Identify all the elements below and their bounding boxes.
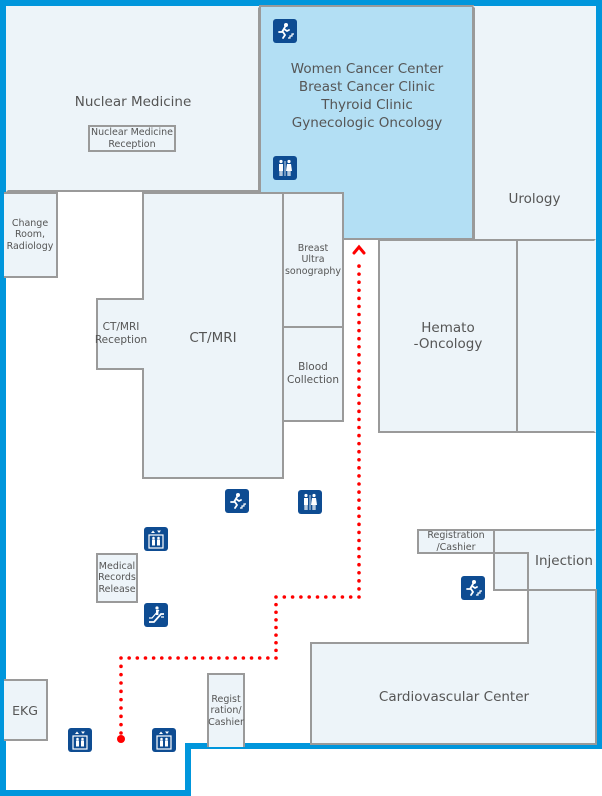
- room-hemato-oncology[interactable]: Hemato -Oncology: [378, 239, 518, 433]
- room-label: CT/MRI Reception: [94, 321, 148, 346]
- room-urology-lower: [516, 239, 596, 433]
- room-label: Registration /Cashier: [427, 530, 485, 553]
- room-label: CT/MRI: [189, 330, 237, 346]
- room-injection[interactable]: Injection: [493, 529, 596, 591]
- room-label: Nuclear Medicine Reception: [90, 127, 174, 150]
- room-registration-cashier-bottom[interactable]: Regist ration/ Cashier: [207, 673, 245, 747]
- room-label: Cardiovascular Center: [378, 689, 530, 705]
- room-ct-mri[interactable]: CT/MRI: [142, 192, 284, 479]
- emergency-exit-stairs-icon[interactable]: [273, 19, 297, 43]
- emergency-exit-stairs-icon[interactable]: [225, 489, 249, 513]
- elevator-icon[interactable]: [144, 527, 168, 551]
- room-nuclear-medicine-reception[interactable]: Nuclear Medicine Reception: [88, 125, 176, 152]
- room-label: Urology: [508, 191, 561, 207]
- room-ekg[interactable]: EKG: [4, 679, 48, 741]
- elevator-icon[interactable]: [152, 728, 176, 752]
- room-label: Hemato -Oncology: [413, 319, 483, 352]
- room-label: Change Room, Radiology: [6, 217, 54, 252]
- restroom-icon[interactable]: [298, 490, 322, 514]
- room-ct-mri-reception[interactable]: CT/MRI Reception: [94, 298, 148, 370]
- restroom-icon[interactable]: [273, 156, 297, 180]
- escalator-icon[interactable]: [144, 603, 168, 627]
- room-breast-ultrasonography[interactable]: Breast Ultra sonography: [282, 192, 344, 328]
- room-label: EKG: [12, 702, 38, 718]
- room-label: Regist ration/ Cashier: [208, 693, 244, 728]
- room-cardiovascular-center[interactable]: Cardiovascular Center: [312, 686, 596, 705]
- elevator-icon[interactable]: [68, 728, 92, 752]
- emergency-exit-stairs-icon[interactable]: [461, 576, 485, 600]
- room-label: Injection: [535, 553, 593, 569]
- room-label: Women Cancer Center Breast Cancer Clinic…: [290, 61, 444, 131]
- room-label: Blood Collection: [287, 361, 339, 386]
- room-blood-collection[interactable]: Blood Collection: [282, 326, 344, 422]
- room-label: Breast Ultra sonography: [284, 242, 342, 277]
- room-label: Nuclear Medicine: [74, 94, 192, 110]
- room-registration-cashier-right[interactable]: Registration /Cashier: [417, 529, 495, 554]
- room-women-cancer-center[interactable]: Women Cancer Center Breast Cancer Clinic…: [262, 60, 472, 132]
- room-label: Medical Records Release: [98, 560, 136, 595]
- room-nuclear-medicine[interactable]: Nuclear Medicine: [6, 6, 260, 192]
- room-change-room-radiology[interactable]: Change Room, Radiology: [4, 192, 58, 278]
- room-medical-records-release[interactable]: Medical Records Release: [96, 553, 138, 603]
